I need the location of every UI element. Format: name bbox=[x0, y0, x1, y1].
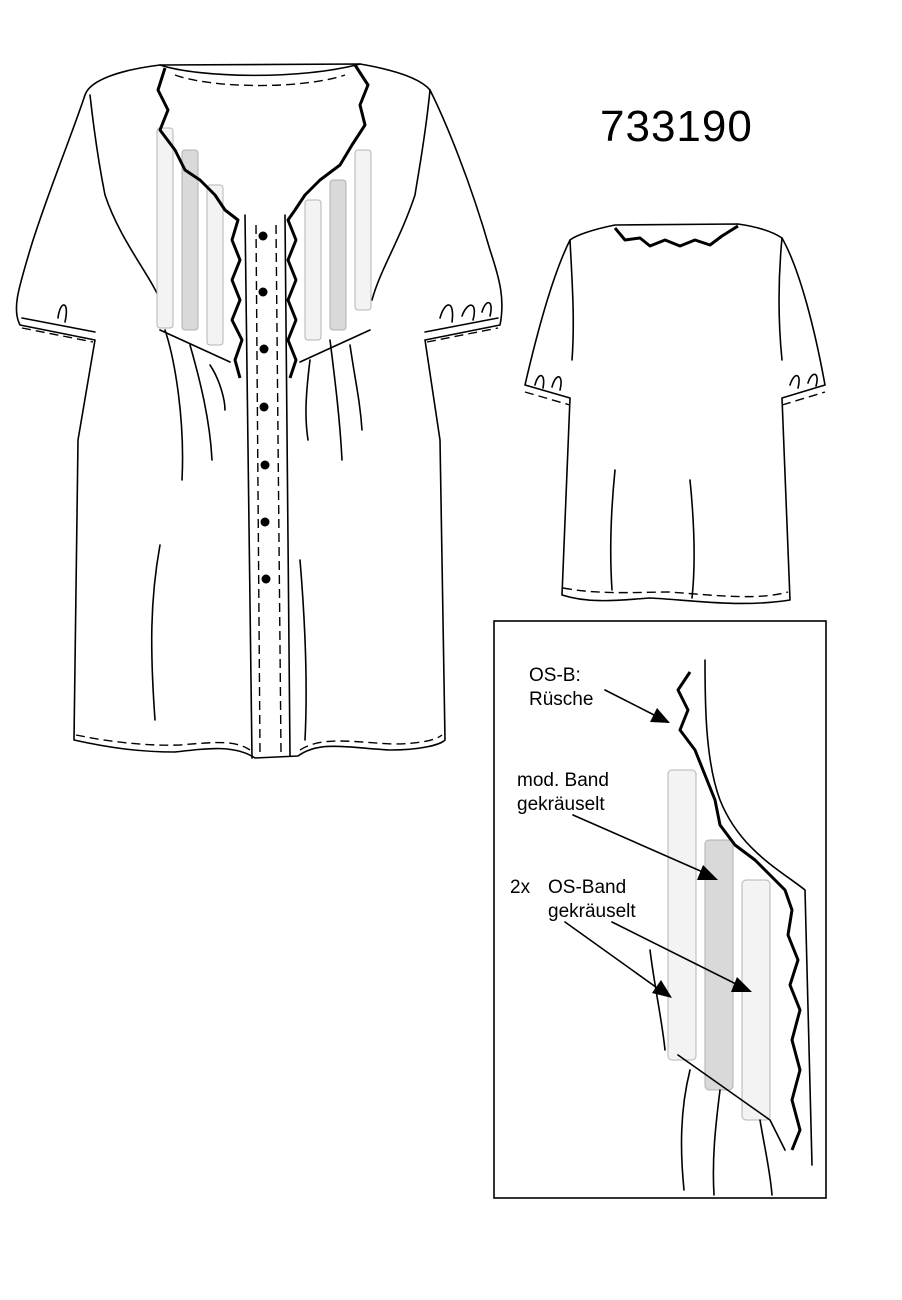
detail-ribbons bbox=[667, 769, 771, 1121]
button bbox=[259, 344, 269, 354]
front-sleeve-hem-left bbox=[21, 317, 96, 333]
detail-folds bbox=[649, 949, 773, 1196]
detail-ruffle bbox=[676, 671, 802, 1151]
button bbox=[258, 287, 268, 297]
front-placket-stitch bbox=[255, 224, 282, 753]
callout-band-line2: gekräuselt bbox=[517, 794, 605, 815]
back-body-outline bbox=[524, 223, 826, 605]
back-hem-stitch bbox=[562, 587, 789, 598]
front-view bbox=[15, 63, 503, 759]
front-sleeve-gather-right bbox=[439, 301, 492, 323]
detail-neckline bbox=[704, 659, 813, 1166]
front-body-outline bbox=[15, 63, 503, 759]
callout-band-line1: mod. Band bbox=[517, 770, 609, 791]
front-ruffle-right bbox=[286, 64, 370, 379]
callout-ruffle-line2: Rüsche bbox=[529, 689, 594, 710]
back-sleeve-hems bbox=[524, 391, 826, 406]
front-sleeve-hem-left-stitch bbox=[21, 327, 94, 343]
button bbox=[261, 574, 271, 584]
detail-arrows bbox=[564, 689, 752, 998]
front-neckline-stitch bbox=[174, 74, 346, 87]
back-neckline-ruffle bbox=[613, 224, 739, 248]
front-ribbon-left bbox=[156, 127, 224, 346]
detail-yoke-seam bbox=[677, 1054, 786, 1151]
callout-os-band-line2: gekräuselt bbox=[548, 901, 636, 922]
front-ruffle-left bbox=[156, 67, 244, 379]
front-yoke-seam bbox=[159, 329, 371, 363]
front-neckline bbox=[159, 63, 361, 77]
back-sleeve-gathers bbox=[534, 373, 818, 391]
front-hem-stitch-right bbox=[299, 734, 443, 751]
callout-os-band: OS-Band gekräuselt bbox=[548, 876, 636, 924]
arrowhead bbox=[731, 977, 752, 992]
arrowhead bbox=[652, 980, 672, 998]
model-number: 733190 bbox=[600, 102, 753, 151]
front-ribbon-right bbox=[304, 149, 372, 341]
callout-band: mod. Band gekräuselt bbox=[517, 769, 609, 817]
arrowhead bbox=[650, 708, 670, 723]
detail-box bbox=[493, 620, 827, 1199]
callout-os-band-line1: OS-Band bbox=[548, 877, 627, 898]
callout-quantity: 2x bbox=[510, 877, 531, 898]
callout-ruffle-line1: OS-B: bbox=[529, 665, 581, 686]
front-sleeve-hem-right bbox=[424, 317, 499, 333]
front-hem-stitch bbox=[75, 734, 251, 751]
front-sleeve-hem-right-stitch bbox=[426, 327, 499, 343]
back-armholes bbox=[569, 237, 783, 361]
front-sleeve-gather-left bbox=[57, 304, 68, 323]
front-drape-folds bbox=[150, 329, 363, 741]
front-placket bbox=[244, 214, 291, 759]
back-folds bbox=[609, 469, 695, 599]
button bbox=[260, 460, 270, 470]
front-armhole-left bbox=[89, 94, 161, 301]
arrowhead bbox=[697, 865, 718, 880]
detail-frame bbox=[493, 620, 827, 1199]
front-armhole-right bbox=[371, 89, 431, 301]
callout-ruffle: OS-B: Rüsche bbox=[529, 664, 593, 712]
button bbox=[260, 517, 270, 527]
button bbox=[259, 402, 269, 412]
front-buttons bbox=[258, 231, 271, 584]
button bbox=[258, 231, 268, 241]
back-view bbox=[524, 223, 826, 605]
